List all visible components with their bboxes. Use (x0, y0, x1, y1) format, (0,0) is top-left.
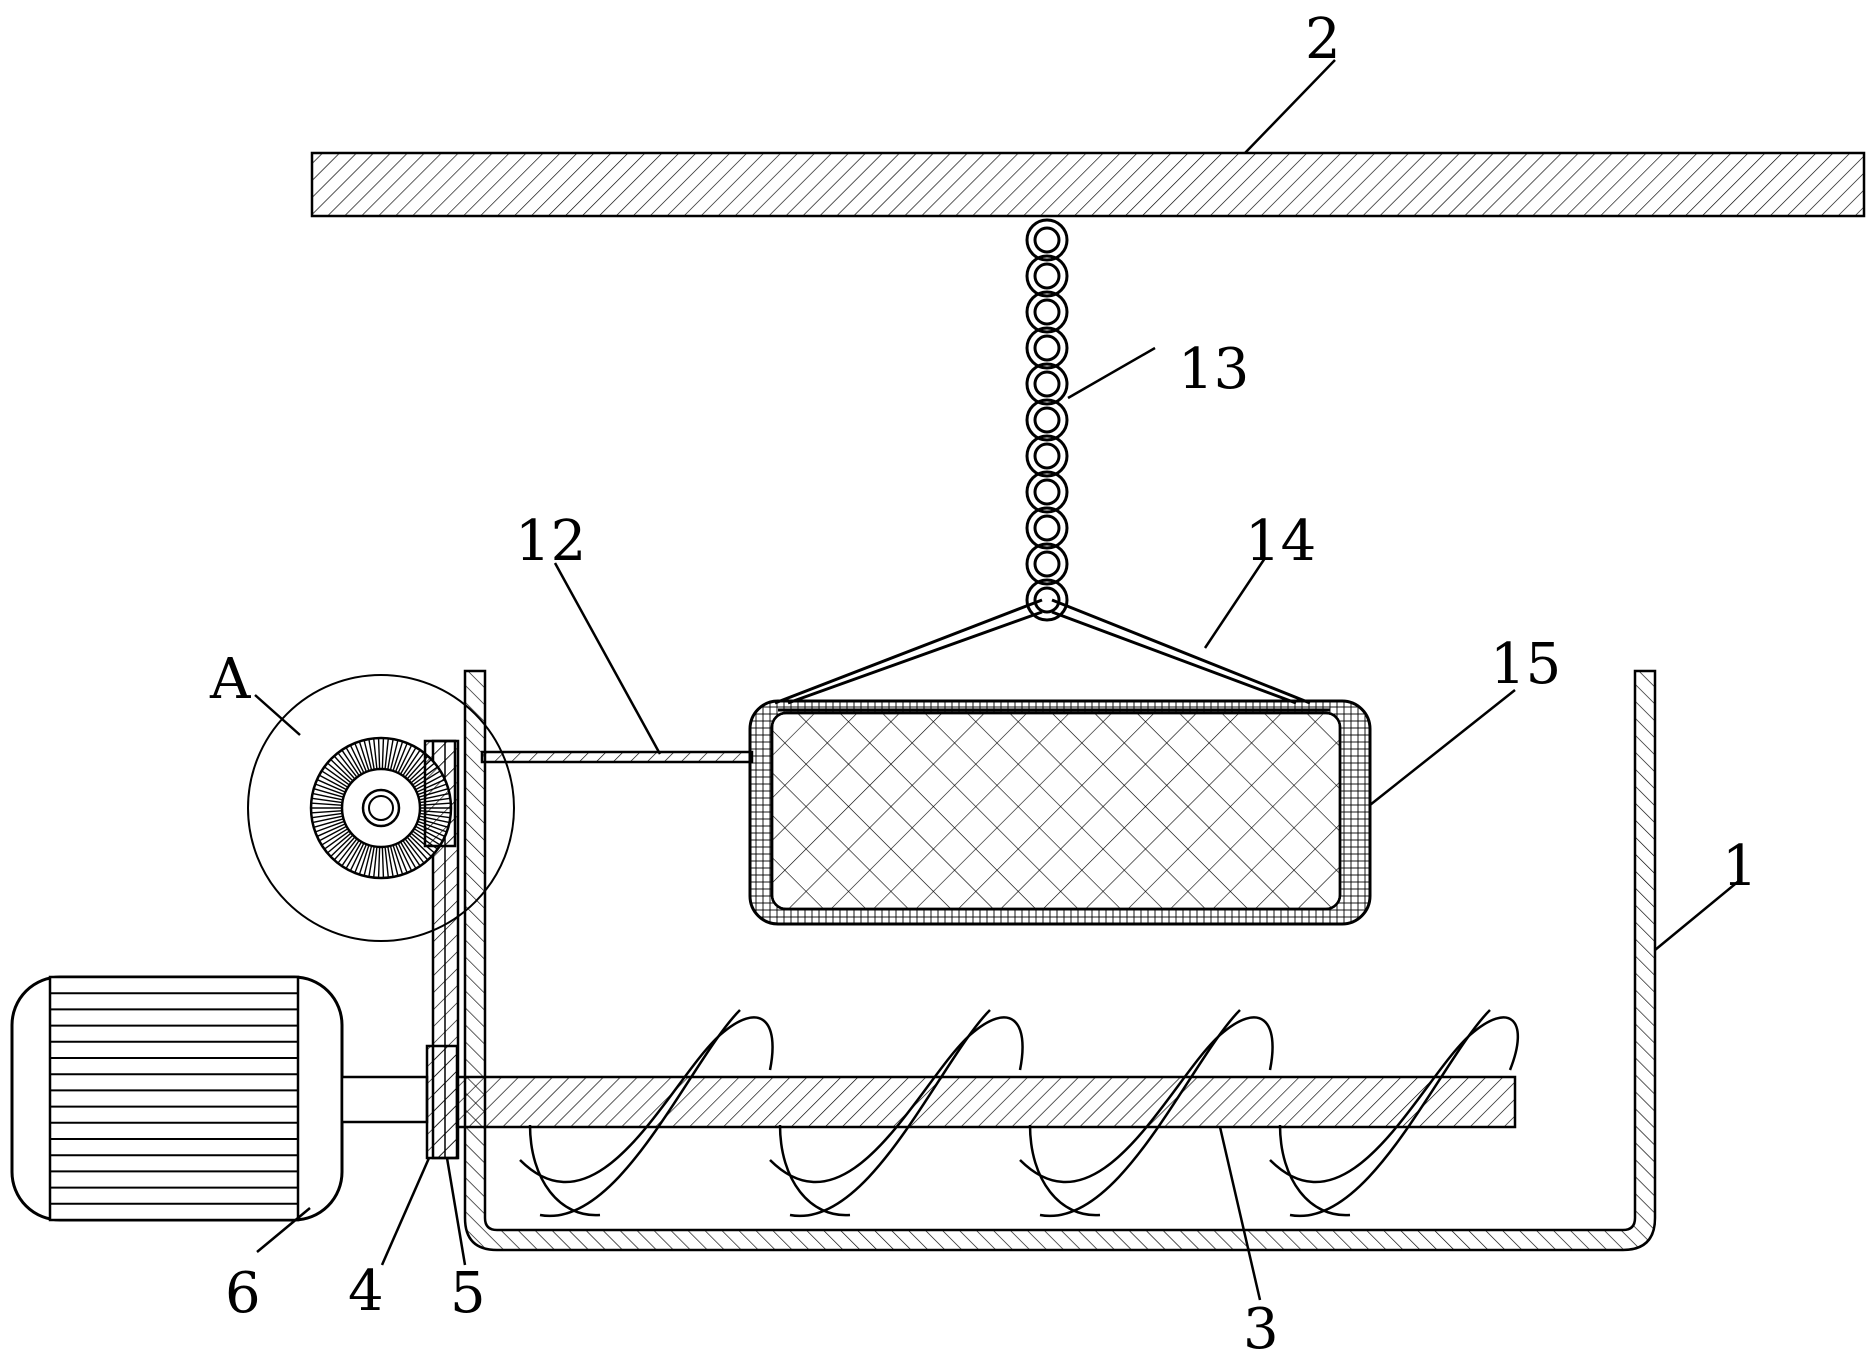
chain-link-inner (1033, 262, 1061, 290)
label-2: 2 (1305, 7, 1341, 72)
label-4: 4 (348, 1259, 384, 1324)
leader-lines (254, 59, 1741, 1301)
tank-body (463, 669, 1657, 1252)
chain-link-inner (1033, 442, 1061, 470)
chain-link (1025, 542, 1069, 586)
reference-labels: 2 13 12 14 15 A 1 6 4 5 3 (209, 7, 1758, 1360)
motor-shaft (340, 1075, 429, 1124)
chain-link-inner (1033, 514, 1061, 542)
chain-link (1025, 398, 1069, 442)
chain-link-inner (1033, 298, 1061, 326)
chain-link-inner (1033, 226, 1061, 254)
label-A: A (209, 647, 251, 712)
chain-link-inner (1033, 370, 1061, 398)
chain-link (1025, 290, 1069, 334)
chain-link-inner (1033, 478, 1061, 506)
chain-link (1025, 254, 1069, 298)
screw-shaft (455, 1075, 1517, 1129)
chain-link (1025, 326, 1069, 370)
chain-link (1025, 506, 1069, 550)
label-6: 6 (225, 1261, 261, 1326)
chain-link-inner (1033, 334, 1061, 362)
coupling (425, 1044, 459, 1160)
chain-link (1025, 362, 1069, 406)
label-5: 5 (450, 1261, 486, 1326)
label-14: 14 (1245, 509, 1316, 574)
mesh-basket (748, 699, 1372, 926)
label-3: 3 (1243, 1297, 1279, 1355)
chain (1025, 218, 1069, 622)
label-1: 1 (1722, 834, 1758, 899)
chain-link (1025, 434, 1069, 478)
chain-link-inner (1033, 406, 1061, 434)
label-12: 12 (515, 509, 586, 574)
chain-link (1025, 218, 1069, 262)
chain-link-inner (1033, 550, 1061, 578)
motor (10, 975, 344, 1222)
ceiling-plate (310, 151, 1866, 218)
connecting-rod (480, 750, 754, 764)
chain-link-inner (1033, 586, 1061, 614)
chain-link (1025, 470, 1069, 514)
brush-mount-plate (423, 739, 457, 848)
chain-link (1025, 578, 1069, 622)
screw-blade (519, 1009, 1520, 1218)
label-13: 13 (1178, 337, 1249, 402)
sling-ropes (774, 598, 1311, 705)
label-15: 15 (1490, 632, 1561, 697)
